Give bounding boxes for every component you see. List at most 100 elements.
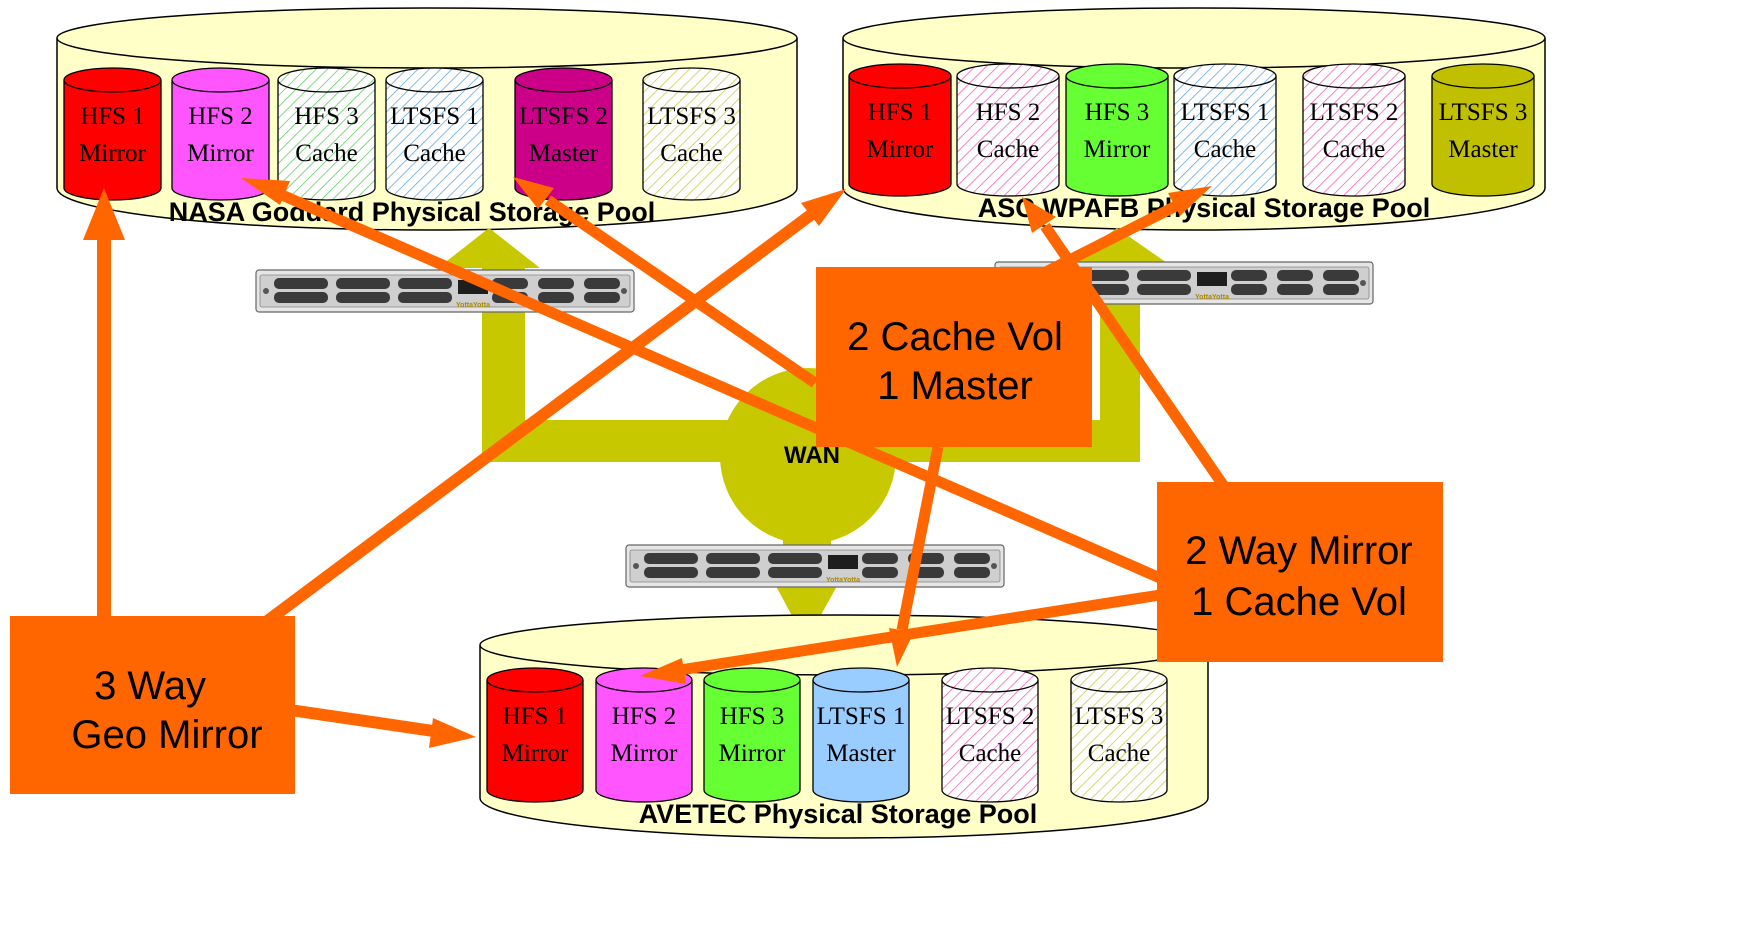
volume-name: HFS 3 — [294, 103, 359, 130]
drive-bay — [336, 292, 390, 303]
drive-bay — [1231, 284, 1267, 295]
volume-name: HFS 3 — [1085, 99, 1150, 126]
volume-name: LTSFS 1 — [1181, 99, 1270, 126]
callout-line: 1 Cache Vol — [1191, 580, 1407, 624]
volume-cylinder-hfs-3: HFS 3 Mirror — [1065, 63, 1169, 197]
volume-role: Master — [1448, 136, 1518, 163]
drive-bay — [1137, 270, 1191, 281]
lcd-display — [828, 555, 858, 569]
volume-role: Cache — [977, 136, 1039, 163]
wan-arrow-to-avetec — [776, 586, 837, 642]
drive-bay — [584, 292, 620, 303]
callout-two-cache-vol-one-master: 2 Cache Vol 1 Master — [816, 267, 1092, 447]
drive-bay — [954, 553, 990, 564]
volume-role: Mirror — [867, 136, 934, 163]
arrow-way-mirror-to-avetec-hfs1 — [640, 589, 1161, 684]
volume-role: Mirror — [187, 140, 254, 167]
arrow-geo-mirror-to-avetec — [289, 704, 476, 748]
drive-bay — [1323, 284, 1359, 295]
drive-bay — [768, 553, 822, 564]
volume-role: Mirror — [1084, 136, 1151, 163]
drive-bay — [1323, 270, 1359, 281]
callout-line: Geo Mirror — [71, 713, 262, 757]
drive-bay — [538, 292, 574, 303]
volume-name: LTSFS 1 — [390, 103, 479, 130]
arrow-geo-mirror-to-asc — [258, 189, 846, 630]
arrow-way-mirror-to-nasa-hfs2 — [241, 178, 1163, 584]
callout-line: 3 Way — [94, 664, 206, 708]
drive-bay — [1277, 270, 1313, 281]
volume-name: LTSFS 3 — [647, 103, 736, 130]
drive-bay — [706, 567, 760, 578]
volume-name: LTSFS 1 — [817, 703, 906, 730]
drive-bay — [538, 278, 574, 289]
volume-cylinder-hfs-1: HFS 1 Mirror — [848, 63, 952, 197]
volume-role: Mirror — [502, 740, 569, 767]
callout-three-way-geo-mirror: 3 Way Geo Mirror — [10, 616, 295, 794]
drive-bay — [274, 292, 328, 303]
volume-name: LTSFS 2 — [519, 103, 608, 130]
brand-logo: YottaYotta — [1195, 294, 1229, 301]
appliance-nasa: YottaYotta — [255, 269, 635, 313]
volume-name: HFS 2 — [612, 703, 677, 730]
volume-name: HFS 1 — [503, 703, 568, 730]
volume-role: Mirror — [719, 740, 786, 767]
callout-line: 2 Way Mirror — [1185, 529, 1412, 573]
appliance-avetec: YottaYotta — [625, 544, 1005, 588]
drive-bay — [398, 292, 452, 303]
volume-role: Cache — [959, 740, 1021, 767]
drive-bay — [398, 278, 452, 289]
volume-role: Mirror — [79, 140, 146, 167]
drive-bay — [862, 553, 898, 564]
volume-cylinder-ltsfs-2: LTSFS 2 Master — [514, 67, 613, 201]
volume-cylinder-ltsfs-2: LTSFS 2 Cache — [941, 667, 1039, 803]
drive-bay — [584, 278, 620, 289]
volume-role: Cache — [403, 140, 465, 167]
volume-role: Master — [529, 140, 599, 167]
arrow-cache-master-to-avetec-ltsfs1 — [889, 445, 944, 667]
callout-two-way-mirror-one-cache: 2 Way Mirror 1 Cache Vol — [1157, 482, 1443, 662]
relation-arrows — [83, 177, 1237, 748]
drive-bay — [1277, 284, 1313, 295]
callout-line: 2 Cache Vol — [847, 315, 1063, 359]
wan-arrow-to-nasa — [438, 228, 740, 462]
drive-bay — [1231, 270, 1267, 281]
arrow-cache-master-to-asc-ltsfs1 — [1037, 186, 1212, 280]
arrow-geo-mirror-to-nasa — [83, 188, 125, 616]
volume-name: HFS 2 — [976, 99, 1041, 126]
volume-cylinder-ltsfs-1: LTSFS 1 Cache — [385, 67, 484, 201]
brand-logo: YottaYotta — [826, 577, 860, 584]
volume-role: Cache — [1323, 136, 1385, 163]
volume-name: LTSFS 3 — [1075, 703, 1164, 730]
volume-role: Cache — [660, 140, 722, 167]
drive-bay — [706, 553, 760, 564]
volume-name: HFS 1 — [868, 99, 933, 126]
lcd-display — [1197, 272, 1227, 286]
drive-bay — [1137, 284, 1191, 295]
volume-cylinder-hfs-2: HFS 2 Cache — [956, 63, 1060, 197]
drive-bay — [954, 567, 990, 578]
volume-name: LTSFS 2 — [946, 703, 1035, 730]
brand-logo: YottaYotta — [456, 302, 490, 309]
callout-line: 1 Master — [877, 364, 1033, 408]
drive-bay — [336, 278, 390, 289]
drive-bay — [274, 278, 328, 289]
drive-bay — [768, 567, 822, 578]
